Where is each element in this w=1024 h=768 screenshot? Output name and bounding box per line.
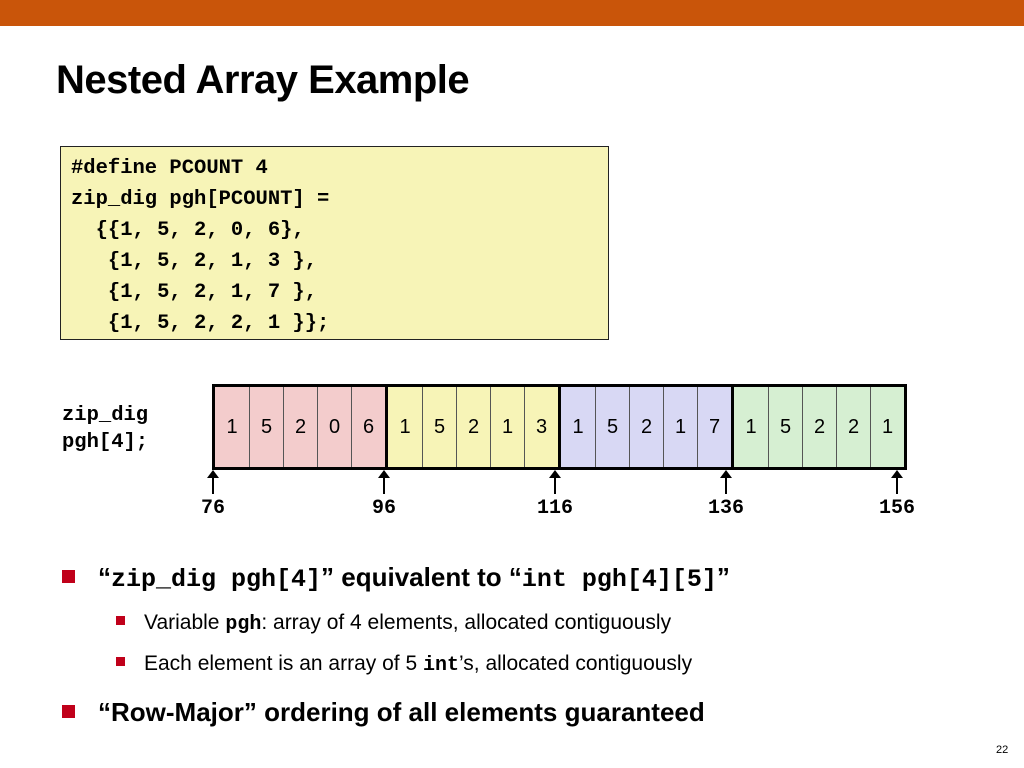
- array-cell: 1: [388, 387, 422, 467]
- array-cell: 3: [524, 387, 558, 467]
- bullet-text: ”: [716, 562, 730, 592]
- array-cell: 7: [697, 387, 731, 467]
- array-cell: 1: [663, 387, 697, 467]
- array-cell: 2: [629, 387, 663, 467]
- code-line: {1, 5, 2, 1, 3 },: [71, 250, 318, 273]
- bullet-text: Variable: [144, 611, 226, 634]
- array-cell: 2: [456, 387, 490, 467]
- bullet-text: ’s, allocated contiguously: [459, 652, 693, 675]
- array-cell: 0: [317, 387, 351, 467]
- code-inline: zip_dig pgh[4]: [111, 565, 322, 594]
- array-cell: 2: [836, 387, 870, 467]
- address-label: 116: [536, 497, 573, 520]
- code-inline: int: [422, 654, 459, 677]
- code-line: {{1, 5, 2, 0, 6},: [71, 219, 305, 242]
- array-cell: 1: [561, 387, 595, 467]
- page-number: 22: [996, 744, 1009, 756]
- bullet-text: Each element is an array of 5: [144, 652, 423, 675]
- address-label: 96: [371, 497, 396, 520]
- address-label: 76: [200, 497, 225, 520]
- array-cell: 5: [249, 387, 283, 467]
- array-cell: 2: [802, 387, 836, 467]
- declaration-type: zip_dig: [62, 404, 149, 427]
- bullet-square-icon: [62, 570, 75, 583]
- code-line: {1, 5, 2, 1, 7 },: [71, 281, 318, 304]
- address-label: 136: [707, 497, 744, 520]
- bullet-text: “: [98, 562, 111, 592]
- bullet-square-icon: [62, 705, 75, 718]
- code-inline: pgh: [225, 613, 262, 636]
- array-cell: 5: [422, 387, 456, 467]
- array-cell: 6: [351, 387, 385, 467]
- array-declaration-label: zip_dig pgh[4];: [62, 402, 148, 456]
- array-cell: 1: [870, 387, 904, 467]
- array-cell: 5: [595, 387, 629, 467]
- bullet-text: “Row-Major” ordering of all elements gua…: [98, 697, 705, 727]
- bullet-text: : array of 4 elements, allocated contigu…: [261, 611, 672, 634]
- bullet-equivalence: “zip_dig pgh[4]” equivalent to “int pgh[…: [62, 562, 730, 594]
- code-line: {1, 5, 2, 2, 1 }};: [71, 312, 330, 335]
- sub-bullet-square-icon: [116, 657, 125, 666]
- array-cell: 2: [283, 387, 317, 467]
- array-cell: 1: [215, 387, 249, 467]
- array-cell: 1: [734, 387, 768, 467]
- array-cell: 5: [768, 387, 802, 467]
- sub-bullet-variable: Variable pgh: array of 4 elements, alloc…: [116, 611, 671, 636]
- bullet-row-major: “Row-Major” ordering of all elements gua…: [62, 697, 705, 728]
- declaration-name: pgh[4];: [62, 431, 149, 454]
- sub-bullet-square-icon: [116, 616, 125, 625]
- code-inline: int pgh[4][5]: [521, 565, 717, 594]
- code-line: #define PCOUNT 4: [71, 157, 268, 180]
- top-bar: [0, 0, 1024, 26]
- address-label: 156: [878, 497, 915, 520]
- sub-bullet-element: Each element is an array of 5 int’s, all…: [116, 652, 692, 677]
- array-cell: 1: [490, 387, 524, 467]
- bullet-text: ” equivalent to “: [321, 562, 522, 592]
- code-line: zip_dig pgh[PCOUNT] =: [71, 188, 330, 211]
- slide-title: Nested Array Example: [56, 58, 470, 102]
- code-box: #define PCOUNT 4 zip_dig pgh[PCOUNT] = {…: [60, 146, 609, 340]
